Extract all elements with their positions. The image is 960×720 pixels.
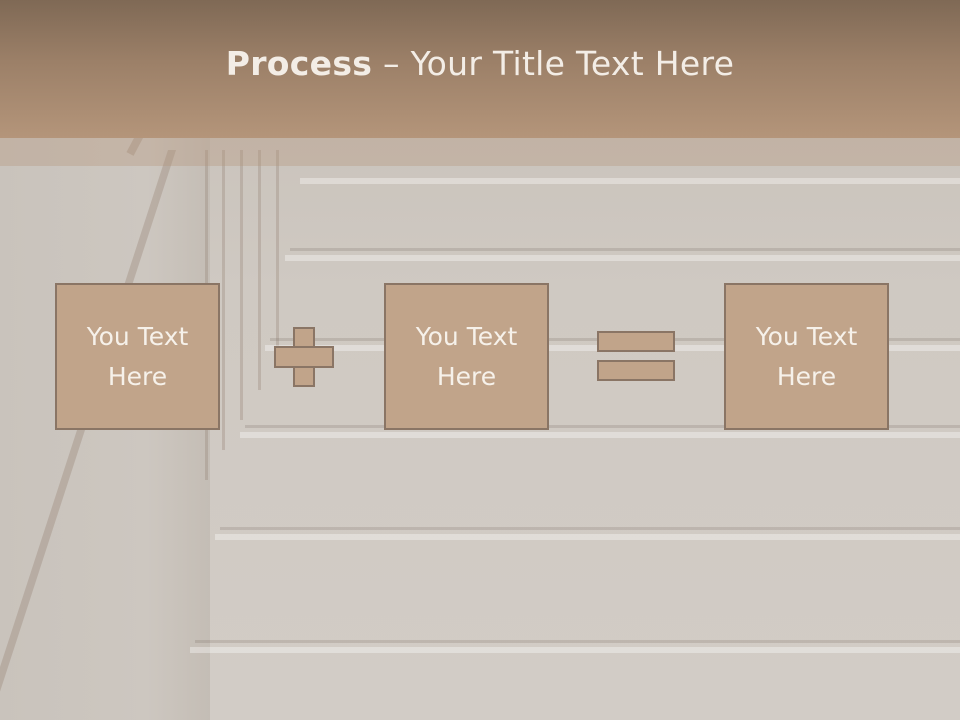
background-step-shadow — [195, 640, 960, 643]
background-baluster — [222, 150, 225, 450]
background-step — [240, 432, 960, 438]
background-baluster — [276, 150, 279, 360]
plus-center — [295, 348, 313, 366]
background-step — [190, 647, 960, 653]
title-band — [0, 138, 960, 166]
equals-bottom-bar — [597, 360, 675, 381]
slide-title-bold: Process — [225, 43, 373, 83]
slide-title[interactable]: Process – Your Title Text Here — [226, 44, 735, 83]
title-bar: Process – Your Title Text Here — [0, 0, 960, 138]
process-box-text: You Text Here — [86, 321, 189, 391]
background-step — [300, 178, 960, 184]
process-box-2[interactable]: You Text Here — [384, 283, 549, 430]
process-box-3[interactable]: You Text Here — [724, 283, 889, 430]
background-step — [285, 255, 960, 261]
equals-top-bar — [597, 331, 675, 352]
background-baluster — [258, 150, 261, 390]
background-step — [215, 534, 960, 540]
slide-title-rest: – Your Title Text Here — [372, 43, 735, 83]
background-baluster — [240, 150, 243, 420]
process-box-text: You Text Here — [415, 321, 518, 391]
equals-icon — [597, 331, 677, 383]
process-box-text: You Text Here — [755, 321, 858, 391]
background-step-shadow — [220, 527, 960, 530]
process-box-1[interactable]: You Text Here — [55, 283, 220, 430]
background-step-shadow — [245, 425, 960, 428]
plus-icon — [274, 327, 334, 387]
background-step-shadow — [290, 248, 960, 251]
